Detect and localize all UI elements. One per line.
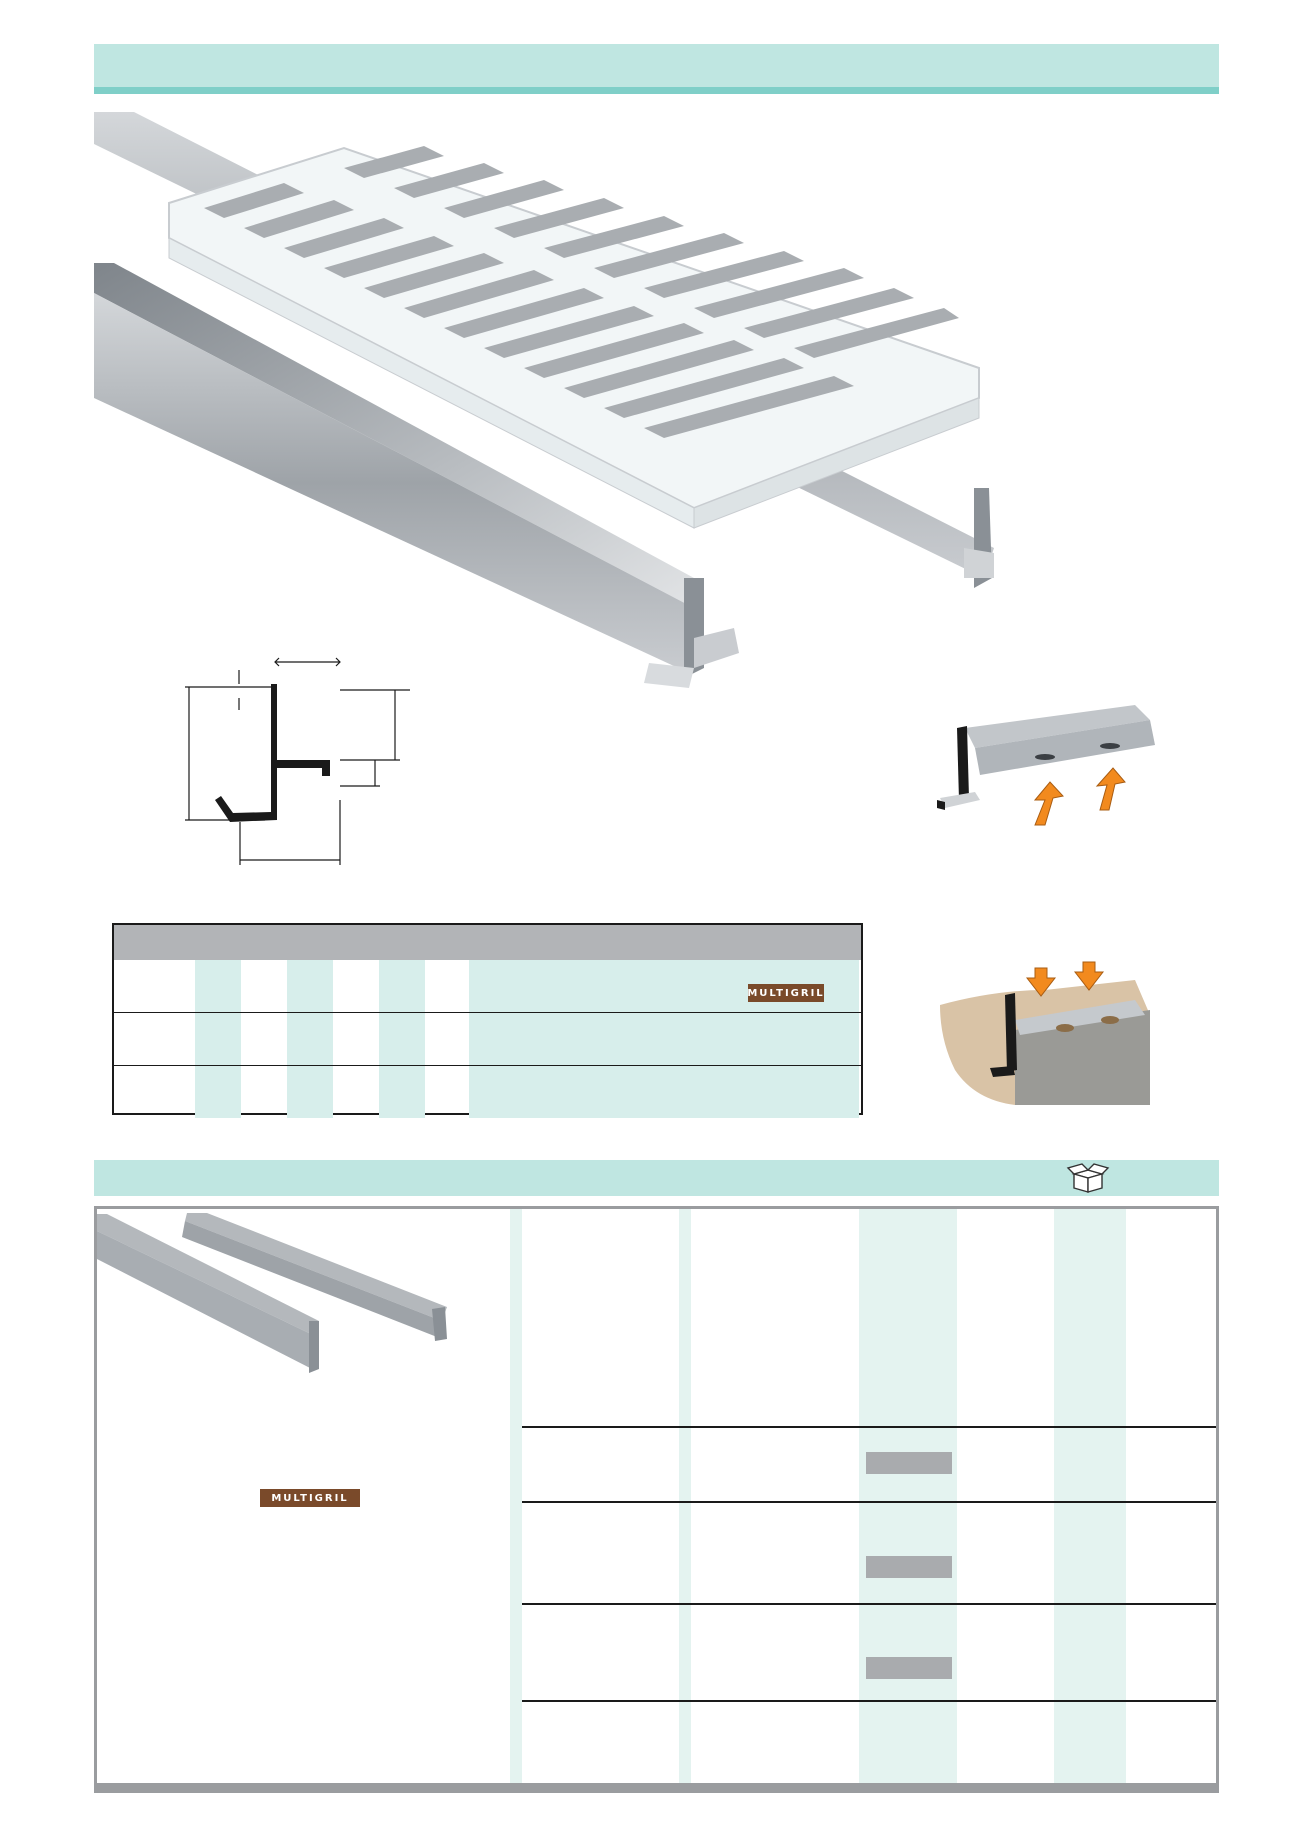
row-divider: [522, 1603, 1216, 1605]
top-header-rule: [94, 87, 1219, 94]
installation-arrow-icon: [1073, 961, 1105, 991]
multigril-logo: MULTIGRIL: [260, 1489, 360, 1507]
installation-arrow-icon: [1095, 767, 1126, 811]
price-box: [866, 1657, 952, 1679]
section-header-bar: [94, 1160, 1219, 1196]
installation-step-1: [937, 705, 1155, 826]
product-thumbnail: [97, 1213, 447, 1373]
row-divider: [522, 1426, 1216, 1428]
multigril-logo: MULTIGRIL: [747, 984, 824, 1002]
box-icon: [1066, 1163, 1110, 1193]
row-divider: [522, 1700, 1216, 1702]
profile-cross-section: [185, 657, 410, 865]
table-row: MULTIGRIL: [114, 960, 861, 1012]
installation-step-2: [940, 961, 1150, 1105]
price-box: [866, 1556, 952, 1578]
price-box: [866, 1452, 952, 1474]
row-divider: [522, 1501, 1216, 1503]
hero-product-illustration: [94, 112, 994, 688]
spec-table: MULTIGRIL: [112, 923, 863, 1118]
installation-arrow-icon: [1025, 967, 1057, 997]
spec-table-header: [114, 925, 861, 960]
installation-arrow-icon: [1033, 781, 1064, 826]
table-row: [114, 1012, 861, 1065]
grate-slots: [204, 146, 959, 438]
front-profile: [94, 263, 694, 608]
table-row: [114, 1065, 861, 1118]
top-header-bar: [94, 44, 1219, 87]
product-panel: MULTIGRIL: [94, 1206, 1219, 1793]
